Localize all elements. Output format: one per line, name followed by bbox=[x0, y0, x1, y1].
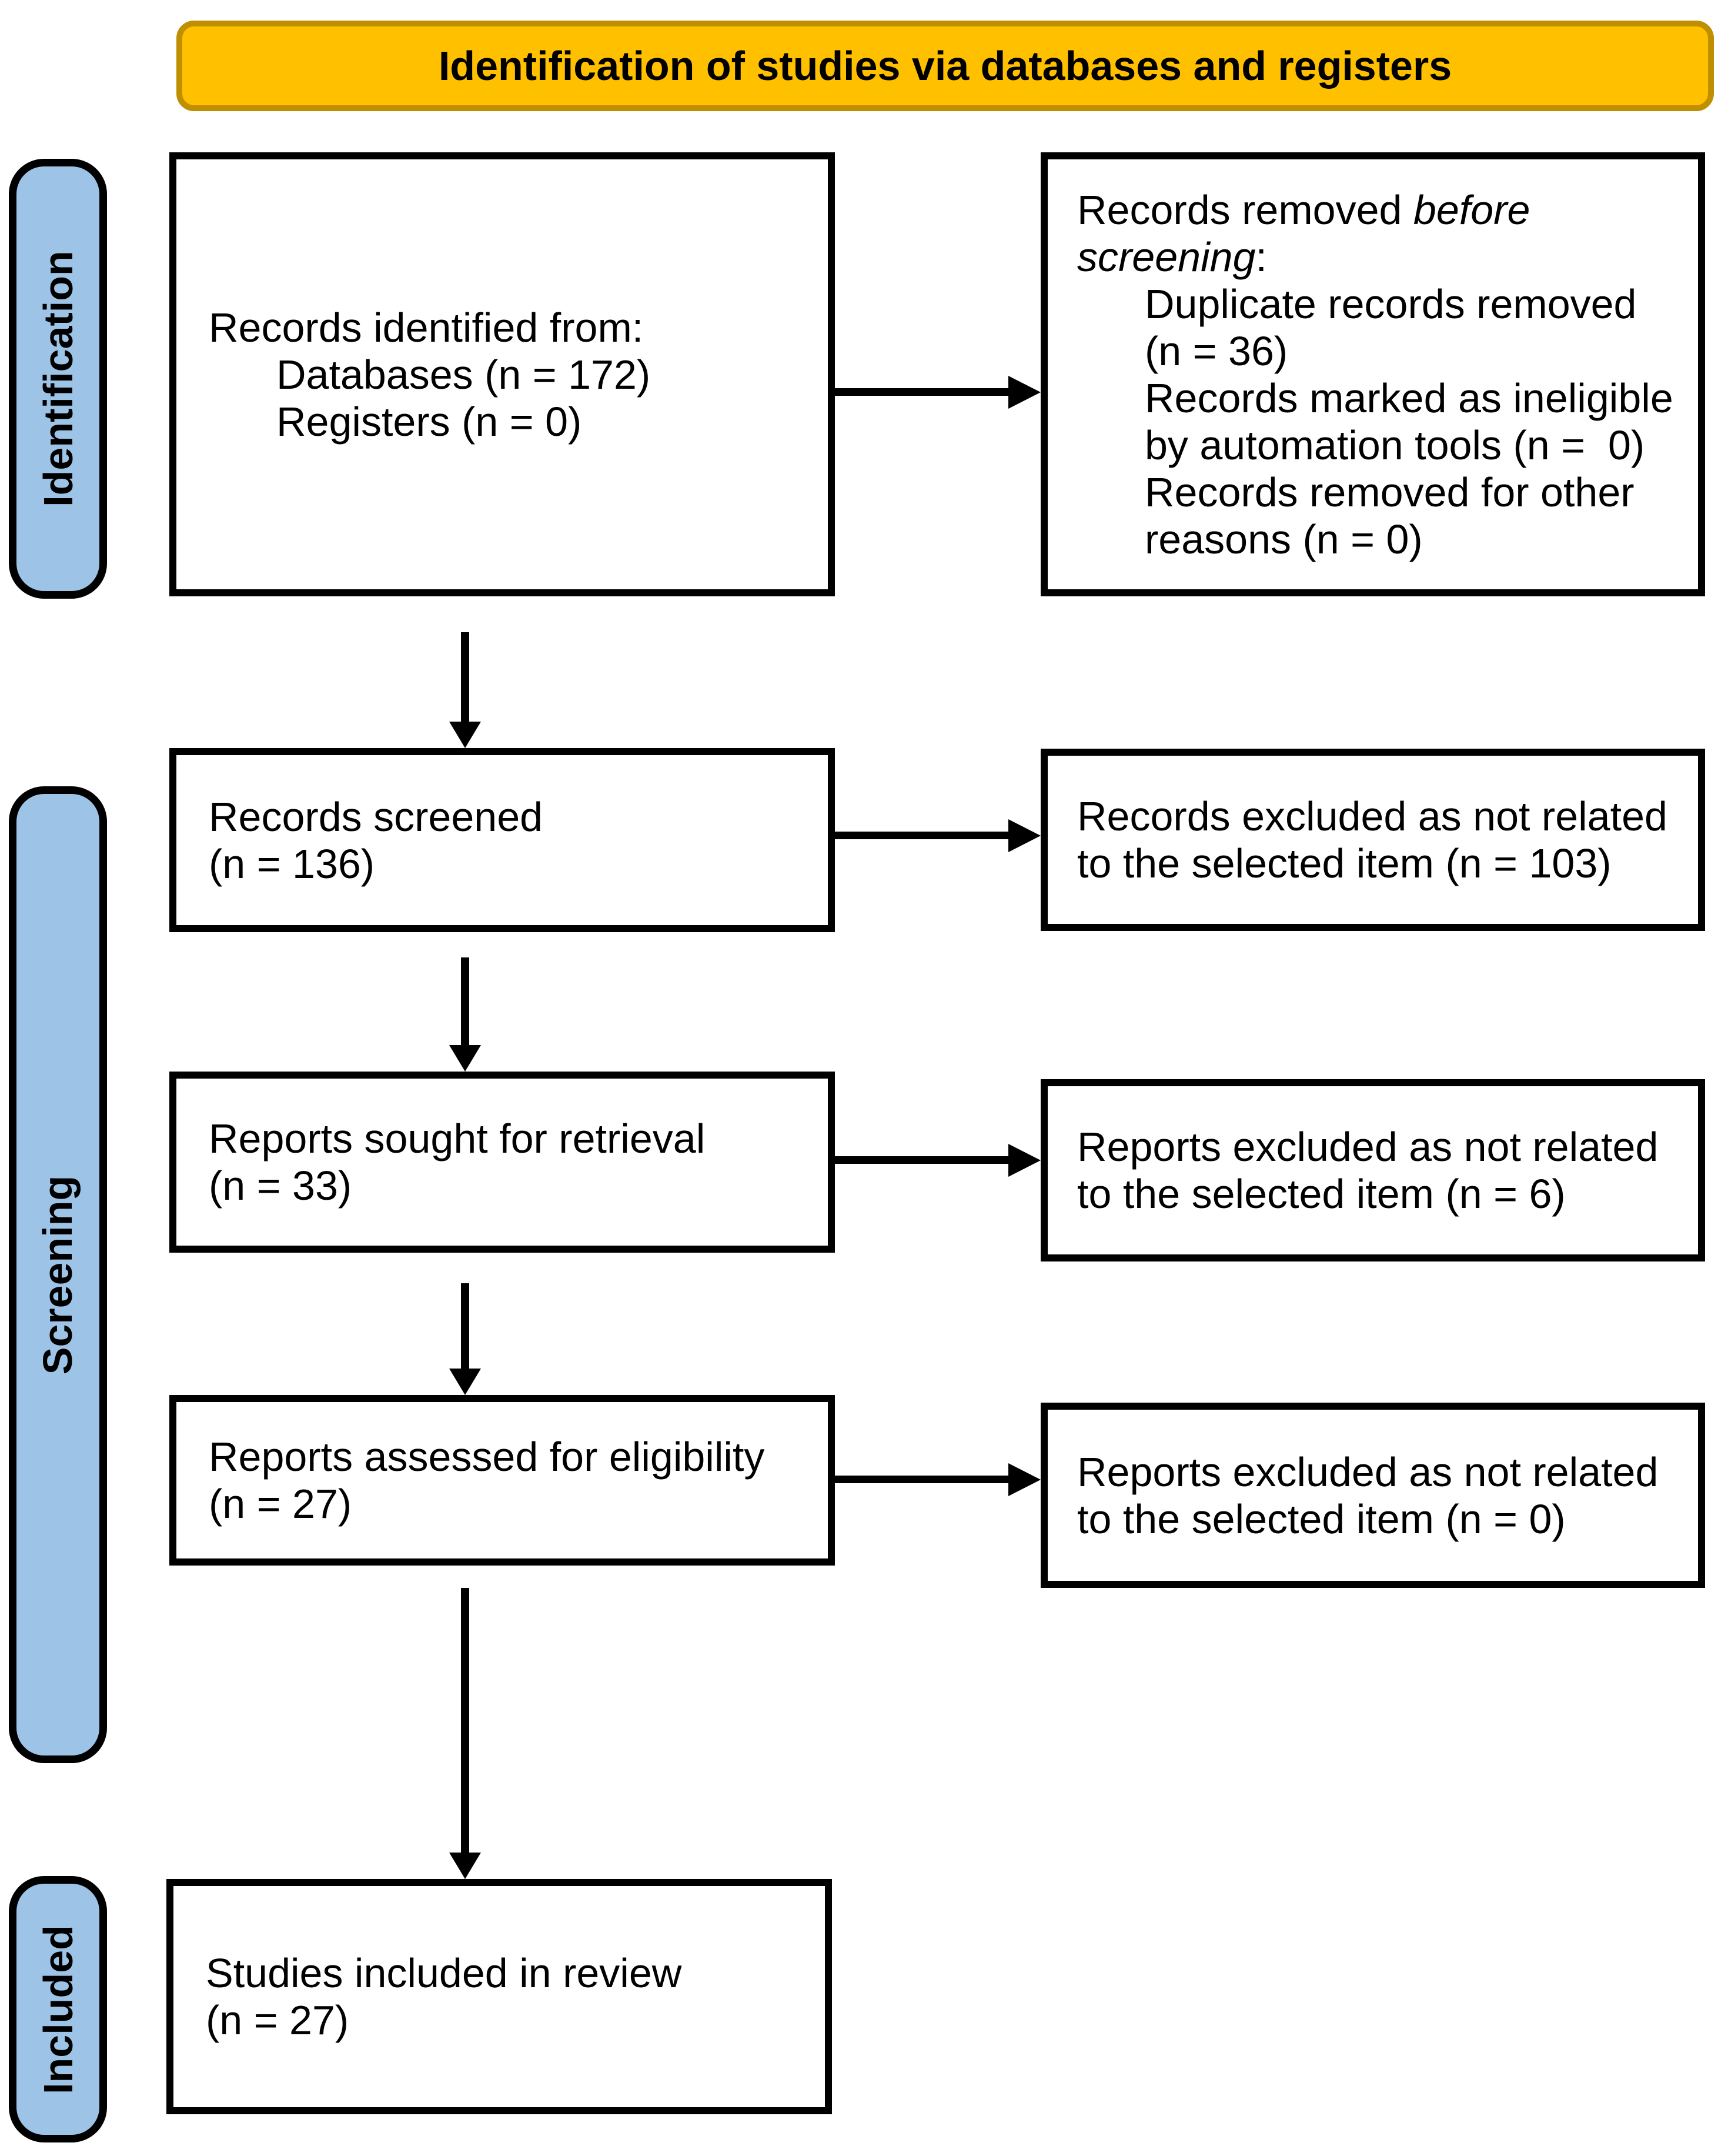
studies-included-line1: Studies included in review bbox=[206, 1950, 682, 1996]
arrow-head bbox=[449, 1369, 481, 1395]
banner-title: Identification of studies via databases … bbox=[438, 43, 1452, 89]
records-removed-intro-italic: before bbox=[1413, 186, 1530, 233]
records-identified-databases: Databases (n = 172) bbox=[276, 351, 651, 398]
box-reports-excluded-retrieval: Reports excluded as not related to the s… bbox=[1041, 1079, 1705, 1261]
box-reports-excluded-eligibility: Reports excluded as not related to the s… bbox=[1041, 1403, 1705, 1588]
arrow-head bbox=[1008, 819, 1041, 852]
other-reasons-line1: Records removed for other bbox=[1145, 469, 1635, 515]
arrow-shaft bbox=[835, 832, 1008, 839]
box-studies-included: Studies included in review (n = 27) bbox=[166, 1879, 832, 2114]
other-reasons-line2: reasons (n = 0) bbox=[1145, 516, 1423, 562]
reports-assessed-line1: Reports assessed for eligibility bbox=[209, 1434, 765, 1480]
stage-label-identification: Identification bbox=[9, 159, 107, 599]
records-removed-item-other: Records removed for other reasons (n = 0… bbox=[1077, 469, 1689, 563]
automation-line1: Records marked as ineligible bbox=[1145, 375, 1673, 421]
arrow-head bbox=[449, 722, 481, 748]
arrow-shaft bbox=[835, 1156, 1008, 1164]
records-identified-registers: Registers (n = 0) bbox=[276, 398, 582, 445]
box-reports-assessed: Reports assessed for eligibility (n = 27… bbox=[169, 1395, 835, 1566]
records-removed-item-duplicates: Duplicate records removed (n = 36) bbox=[1077, 281, 1689, 375]
stage-label-included-text: Included bbox=[35, 1924, 81, 2094]
records-removed-intro-colon: : bbox=[1255, 233, 1267, 280]
records-screened-line1: Records screened bbox=[209, 793, 543, 840]
arrow-shaft bbox=[835, 1476, 1008, 1483]
records-removed-intro-line2: screening: bbox=[1077, 233, 1689, 281]
reports-sought-line1: Reports sought for retrieval bbox=[209, 1116, 706, 1162]
box-records-screened: Records screened (n = 136) bbox=[169, 748, 835, 932]
automation-line2: by automation tools (n = 0) bbox=[1145, 422, 1645, 468]
records-removed-item-automation: Records marked as ineligible by automati… bbox=[1077, 375, 1689, 469]
records-removed-intro-line1: Records removed before bbox=[1077, 186, 1689, 233]
reports-excluded-eligibility-text: Reports excluded as not related to the s… bbox=[1077, 1449, 1659, 1542]
records-removed-intro-italic2: screening bbox=[1077, 233, 1256, 280]
arrow-head bbox=[449, 1045, 481, 1072]
arrow-shaft bbox=[461, 957, 469, 1048]
box-records-removed: Records removed before screening: Duplic… bbox=[1041, 152, 1705, 596]
arrow-shaft bbox=[835, 388, 1008, 396]
arrow-shaft bbox=[461, 1588, 469, 1855]
stage-label-included: Included bbox=[9, 1876, 107, 2142]
arrow-head bbox=[1008, 1144, 1041, 1177]
duplicates-line2: (n = 36) bbox=[1145, 328, 1288, 374]
arrow-head bbox=[449, 1853, 481, 1879]
reports-excluded-retrieval-text: Reports excluded as not related to the s… bbox=[1077, 1124, 1659, 1217]
arrow-head bbox=[1008, 376, 1041, 409]
records-identified-title: Records identified from: bbox=[209, 304, 644, 351]
arrow-shaft bbox=[461, 1283, 469, 1371]
reports-sought-line2: (n = 33) bbox=[209, 1163, 352, 1209]
stage-label-screening: Screening bbox=[9, 786, 107, 1763]
stage-label-identification-text: Identification bbox=[35, 251, 81, 507]
records-removed-intro-normal: Records removed bbox=[1077, 186, 1413, 233]
box-reports-sought: Reports sought for retrieval (n = 33) bbox=[169, 1072, 835, 1253]
records-excluded-text: Records excluded as not related to the s… bbox=[1077, 793, 1667, 886]
box-records-excluded: Records excluded as not related to the s… bbox=[1041, 749, 1705, 931]
box-records-identified: Records identified from: Databases (n = … bbox=[169, 152, 835, 596]
arrow-shaft bbox=[461, 632, 469, 725]
studies-included-line2: (n = 27) bbox=[206, 1997, 349, 2043]
stage-label-screening-text: Screening bbox=[35, 1175, 81, 1374]
duplicates-line1: Duplicate records removed bbox=[1145, 281, 1637, 327]
records-screened-line2: (n = 136) bbox=[209, 840, 375, 887]
reports-assessed-line2: (n = 27) bbox=[209, 1481, 352, 1527]
prisma-banner: Identification of studies via databases … bbox=[176, 21, 1714, 111]
arrow-head bbox=[1008, 1463, 1041, 1496]
